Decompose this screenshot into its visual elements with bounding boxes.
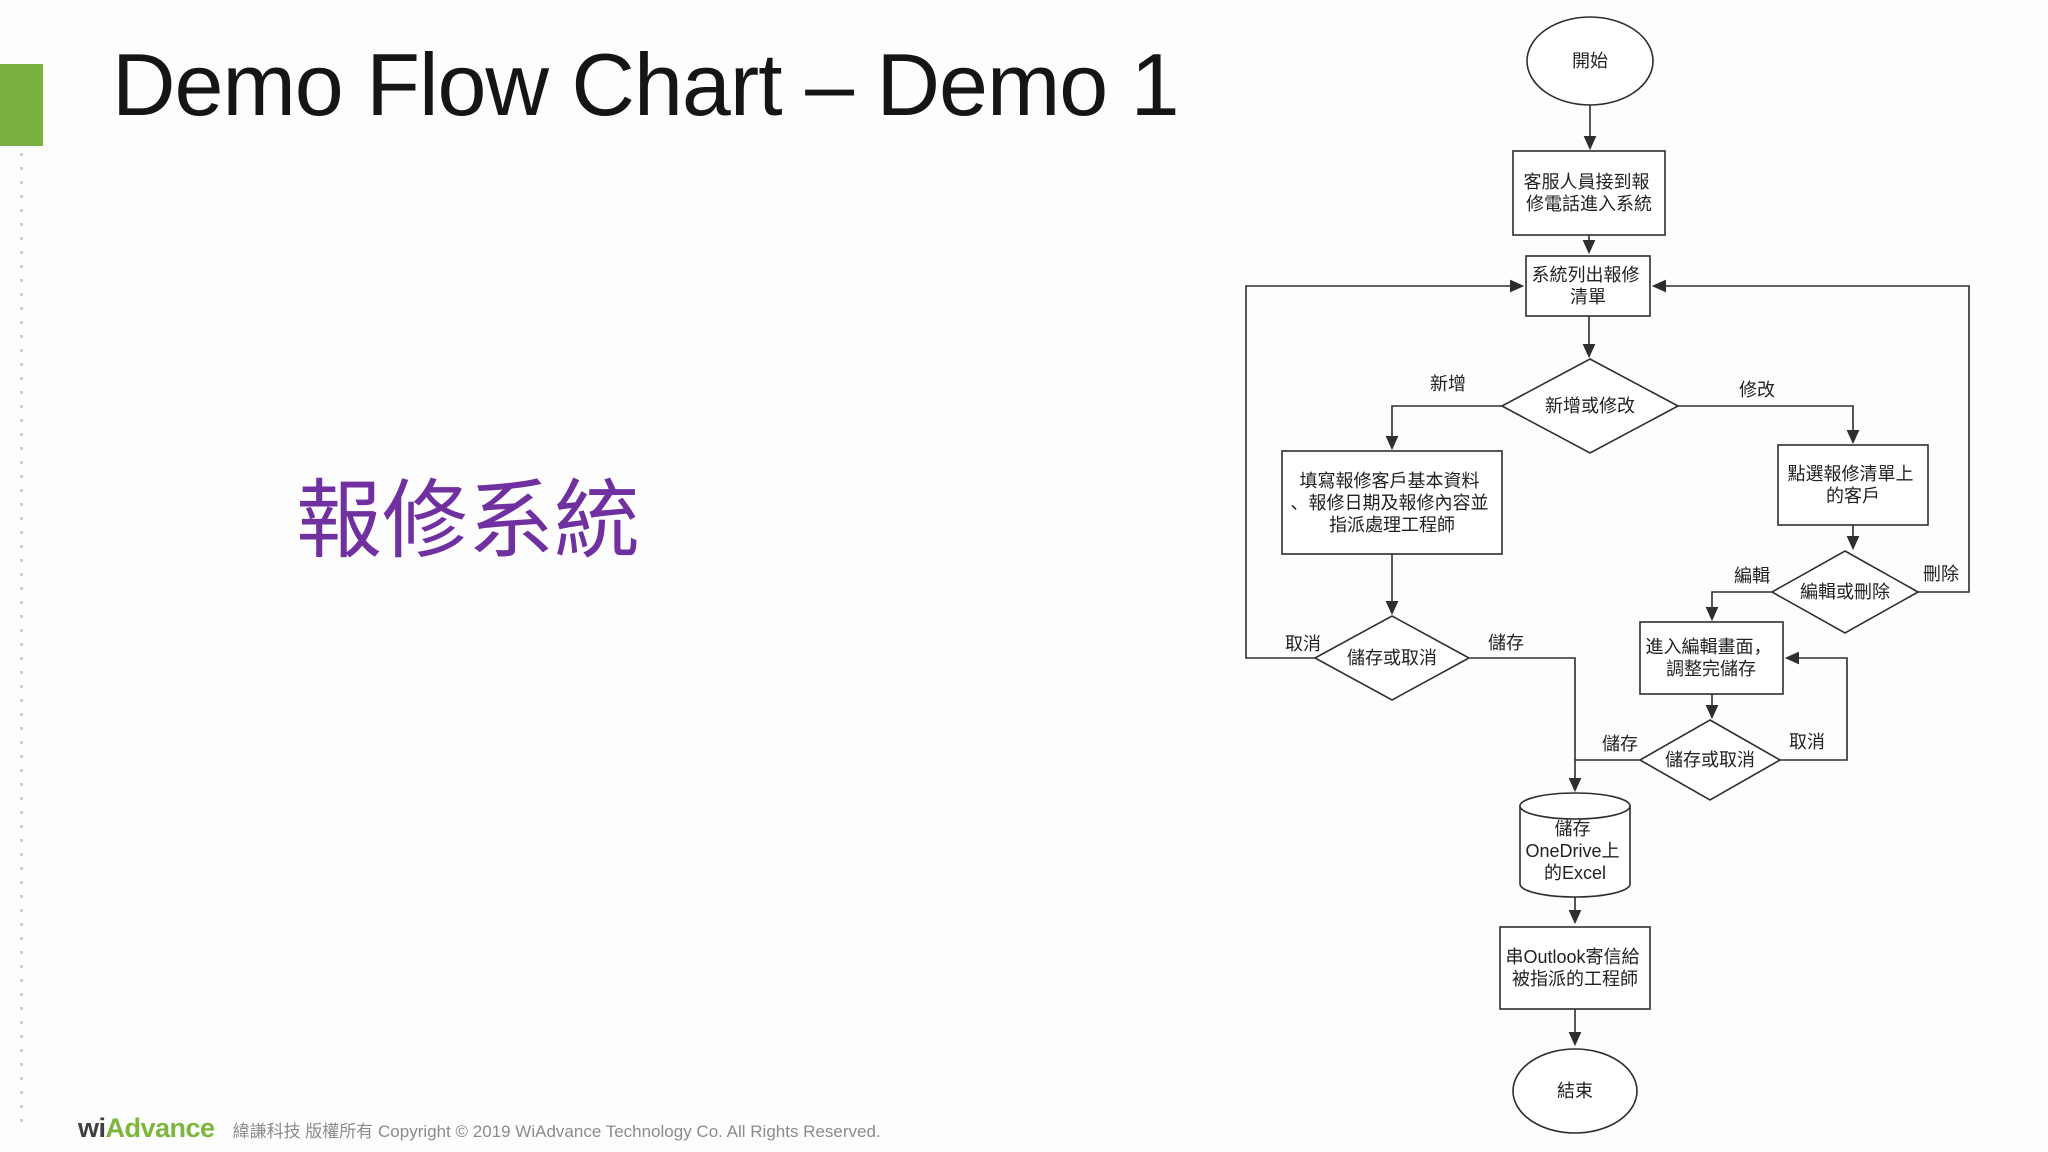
node-add-or-modify-label: 新增或修改 — [1545, 396, 1635, 416]
edge-label-save-left: 儲存 — [1488, 633, 1524, 653]
edge-label-edit: 編輯 — [1734, 566, 1770, 586]
edge-label-save-right: 儲存 — [1602, 734, 1638, 754]
footer: wiAdvance 緯謙科技 版權所有 Copyright © 2019 WiA… — [78, 1113, 1478, 1144]
edge-label-delete: 刪除 — [1923, 564, 1959, 584]
node-save-or-cancel-right-label: 儲存或取消 — [1665, 750, 1755, 770]
node-edit-screen-label: 進入編輯畫面， 調整完儲存 — [1645, 637, 1776, 679]
edge-delete-feedback — [1651, 279, 1970, 593]
edge-label-cancel-right: 取消 — [1789, 732, 1825, 752]
node-fill-data-box — [1281, 450, 1503, 555]
node-save-onedrive-label: 儲存 OneDrive上 的Excel — [1525, 819, 1624, 883]
logo-text-dark: wi — [78, 1113, 106, 1143]
edge-cancel-right-feedback — [1780, 651, 1848, 761]
dotted-guide-line — [20, 153, 23, 1125]
edge-edit-branch — [1705, 591, 1772, 622]
node-save-onedrive-cylinder — [1519, 805, 1631, 898]
logo-text-green: Advance — [105, 1113, 216, 1143]
node-end-terminator — [1512, 1048, 1638, 1134]
edge-cancel-left-feedback — [1245, 279, 1525, 659]
edge-add-branch — [1385, 405, 1502, 451]
node-fill-data-label: 填寫報修客戶基本資料 、報修日期及報修內容並 指派處理工程師 — [1290, 471, 1493, 535]
node-list-repairs-label: 系統列出報修 清單 — [1531, 265, 1644, 307]
node-save-or-cancel-right-diamond — [1638, 719, 1782, 801]
edge-save-left-merge — [1470, 657, 1576, 760]
edge-label-cancel-left: 取消 — [1285, 634, 1321, 654]
slide-subtitle: 報修系統 — [296, 473, 640, 569]
node-save-or-cancel-left-diamond — [1313, 615, 1471, 701]
node-list-repairs-box — [1525, 255, 1651, 317]
node-send-outlook-label: 串Outlook寄信給 被指派的工程師 — [1505, 947, 1644, 989]
node-start-label: 開始 — [1572, 51, 1608, 71]
node-end-label: 結束 — [1557, 1081, 1593, 1101]
copyright-text: 緯謙科技 版權所有 Copyright © 2019 WiAdvance Tec… — [232, 1122, 881, 1141]
node-add-or-modify-diamond — [1500, 358, 1680, 454]
edge-modify-branch — [1678, 405, 1860, 445]
node-edit-or-delete-label: 編輯或刪除 — [1800, 582, 1890, 602]
accent-square — [0, 64, 43, 146]
node-edit-or-delete-diamond — [1770, 550, 1920, 634]
edge-save-right-to-cylinder — [1568, 759, 1640, 793]
node-receive-call-label: 客服人員接到報 修電話進入系統 — [1523, 172, 1654, 214]
node-send-outlook-box — [1499, 926, 1651, 1010]
edge-label-add: 新增 — [1430, 374, 1466, 394]
node-receive-call-box — [1512, 150, 1666, 236]
wiadvance-logo: wiAdvance — [78, 1113, 215, 1144]
node-save-onedrive-cylinder-top — [1519, 792, 1631, 820]
slide-title: Demo Flow Chart – Demo 1 — [112, 35, 1180, 134]
edge-label-modify: 修改 — [1739, 380, 1775, 400]
node-select-customer-box — [1777, 444, 1929, 526]
node-edit-screen-box — [1639, 621, 1784, 695]
node-select-customer-label: 點選報修清單上 的客戶 — [1787, 464, 1918, 506]
node-save-or-cancel-left-label: 儲存或取消 — [1347, 648, 1437, 668]
node-start-terminator — [1526, 16, 1654, 106]
